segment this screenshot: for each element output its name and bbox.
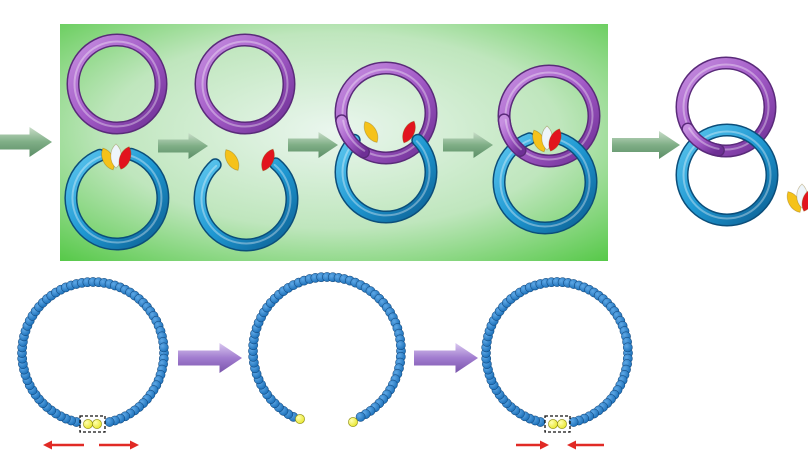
purple-ring-highlight (73, 40, 161, 128)
red-marker-shape (402, 120, 416, 144)
purple-ring-crossing-body (682, 124, 724, 156)
yellow-end-bead (295, 414, 305, 424)
red-marker (801, 188, 808, 212)
blue-ring-open-highlight (341, 140, 431, 217)
yellow-end-bead (548, 419, 558, 429)
red-line-arrow (43, 440, 84, 450)
arrows-layer (0, 127, 680, 450)
blue-ring-closed (675, 123, 779, 227)
rings-back-layer (64, 33, 777, 252)
purple-ring-crossing (497, 113, 527, 157)
blue-ring-open-body (494, 133, 596, 234)
red-line-arrow (99, 440, 139, 450)
bead (622, 342, 633, 353)
yellow-marker (363, 121, 379, 143)
red-marker-shape (548, 128, 562, 152)
red-line-arrow (567, 440, 604, 450)
red-line-arrow-head (43, 440, 52, 450)
junction-box (544, 415, 571, 433)
bead (395, 340, 406, 351)
yellow-marker (224, 149, 240, 171)
bead-chain-closed (17, 277, 169, 427)
red-marker (548, 128, 562, 152)
yellow-marker-shape (363, 121, 379, 143)
bead (568, 417, 579, 427)
yellow-marker (532, 129, 546, 153)
purple-ring (194, 33, 296, 135)
blue-ring-open (334, 133, 438, 224)
blue-ring-open (193, 157, 299, 252)
purple-ring-crossing-highlight (342, 119, 366, 152)
red-line-arrow-head (567, 440, 576, 450)
white-marker (110, 143, 122, 169)
red-marker (402, 120, 416, 144)
purple-ring-highlight (682, 63, 770, 151)
purple-ring-highlight (341, 68, 431, 158)
yellow-marker (101, 147, 115, 171)
blue-ring-open-highlight (200, 163, 292, 245)
purple-ring-highlight (201, 40, 289, 128)
yellow-end-bead (348, 417, 358, 427)
bead (355, 412, 366, 422)
yellow-end-bead (92, 419, 102, 429)
red-line-arrow (516, 440, 549, 450)
purple-ring (675, 56, 777, 158)
purple-ring-crossing (335, 114, 370, 159)
blue-ring-open (64, 147, 170, 251)
purple-block-arrow (414, 343, 478, 373)
bead (158, 342, 169, 353)
green-block-arrow (612, 131, 680, 159)
yellow-marker (786, 191, 802, 213)
red-marker-shape (801, 188, 808, 212)
blue-ring-closed-highlight (682, 130, 772, 220)
blue-ring-open-body (194, 158, 297, 250)
green-block-arrow (443, 132, 493, 158)
rings-front-layer (101, 113, 808, 235)
bead-chain-closed (481, 277, 633, 427)
purple-ring (66, 33, 168, 135)
yellow-marker-shape (786, 191, 802, 213)
purple-ring-crossing-body (336, 115, 369, 157)
purple-ring-body (196, 35, 294, 133)
yellow-marker-shape (224, 149, 240, 171)
yellow-marker-shape (532, 129, 546, 153)
green-block-arrow (288, 132, 338, 158)
purple-ring-crossing (681, 122, 725, 157)
yellow-end-bead (83, 419, 93, 429)
purple-ring-crossing-highlight (504, 118, 522, 151)
red-marker-shape (261, 148, 275, 172)
red-line-arrow-head (540, 440, 549, 450)
blue-ring-open-body (65, 149, 168, 249)
purple-ring (334, 61, 438, 165)
yellow-end-bead (557, 419, 567, 429)
purple-ring-body (68, 35, 166, 133)
purple-ring-body (336, 63, 436, 163)
purple-ring-crossing-highlight (688, 127, 720, 150)
white-marker-shape (110, 143, 122, 169)
blue-ring-open (492, 132, 598, 235)
beads-layer (17, 272, 633, 433)
blue-ring-open-body (336, 135, 436, 223)
green-block-arrow (0, 127, 52, 157)
blue-ring-open-highlight (499, 139, 591, 228)
purple-block-arrow (178, 343, 242, 373)
bead-chain-open (248, 272, 406, 422)
red-marker (118, 146, 132, 170)
purple-ring-body (677, 58, 775, 156)
blue-ring-open-highlight (71, 154, 163, 244)
green-block-arrow (158, 133, 208, 159)
junction-box (79, 415, 106, 433)
purple-ring-crossing-body (499, 114, 526, 156)
yellow-marker-shape (101, 147, 115, 171)
bead (104, 417, 115, 427)
red-marker (261, 148, 275, 172)
red-line-arrow-head (130, 440, 139, 450)
red-marker-shape (118, 146, 132, 170)
blue-ring-closed-body (677, 125, 777, 225)
